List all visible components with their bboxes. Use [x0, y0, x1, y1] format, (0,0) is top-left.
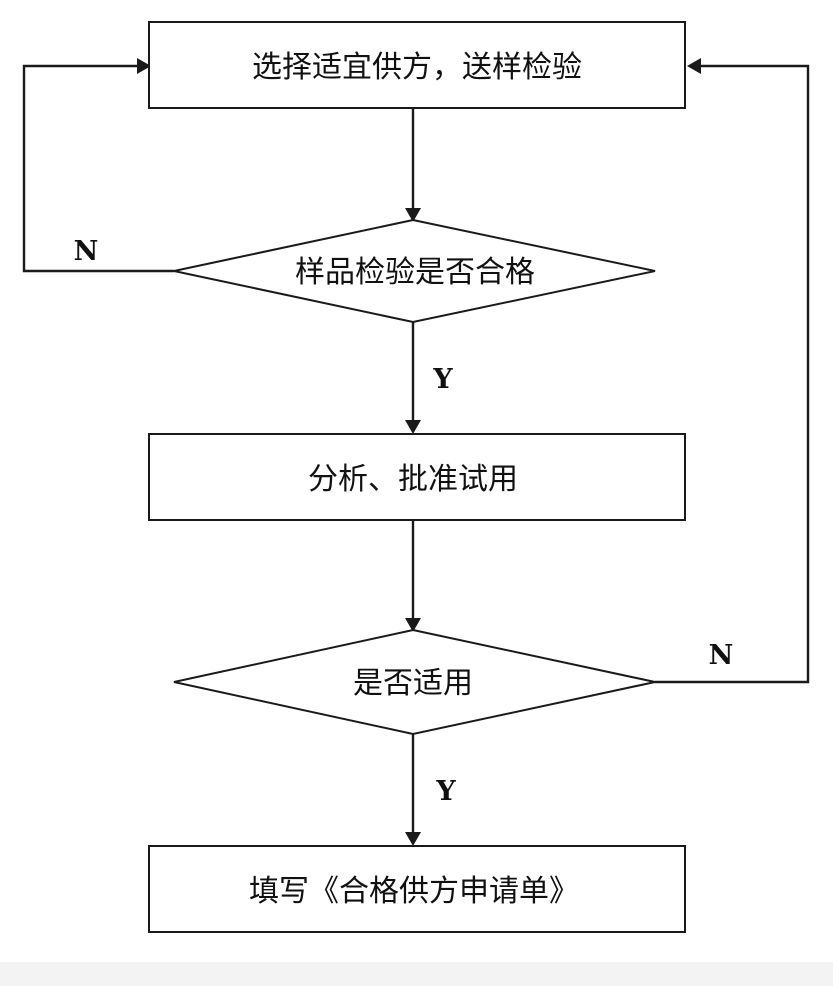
arrowhead-suitable-no-loop [687, 58, 701, 74]
is-suitable-text: 是否适用 [353, 666, 473, 701]
edge-suitable-no-loop [655, 64, 810, 684]
label-check-no: N [74, 236, 99, 267]
sample-check-diamond [173, 218, 656, 324]
arrowhead-check-no-loop [137, 58, 151, 74]
arrowhead-suitable-yes [405, 832, 421, 846]
fill-form-box [148, 845, 686, 933]
select-supplier-box [148, 21, 686, 109]
arrowhead-select-to-check [405, 208, 421, 222]
label-suitable-yes: Y [435, 776, 456, 807]
bottom-band [0, 962, 833, 986]
analyze-approve-box [148, 433, 686, 521]
is-suitable-diamond [173, 628, 656, 736]
fill-form-text: 填写《合格供方申请单》 [249, 874, 579, 909]
label-suitable-no: N [709, 640, 734, 671]
arrowhead-check-yes [405, 420, 421, 434]
select-supplier-text: 选择适宜供方，送样检验 [252, 50, 582, 85]
edge-check-no-loop [22, 64, 174, 273]
arrowhead-analyze-to-suitable [405, 618, 421, 632]
label-check-yes: Y [432, 364, 453, 395]
sample-check-text: 样品检验是否合格 [295, 255, 535, 290]
analyze-approve-text: 分析、批准试用 [308, 462, 518, 497]
